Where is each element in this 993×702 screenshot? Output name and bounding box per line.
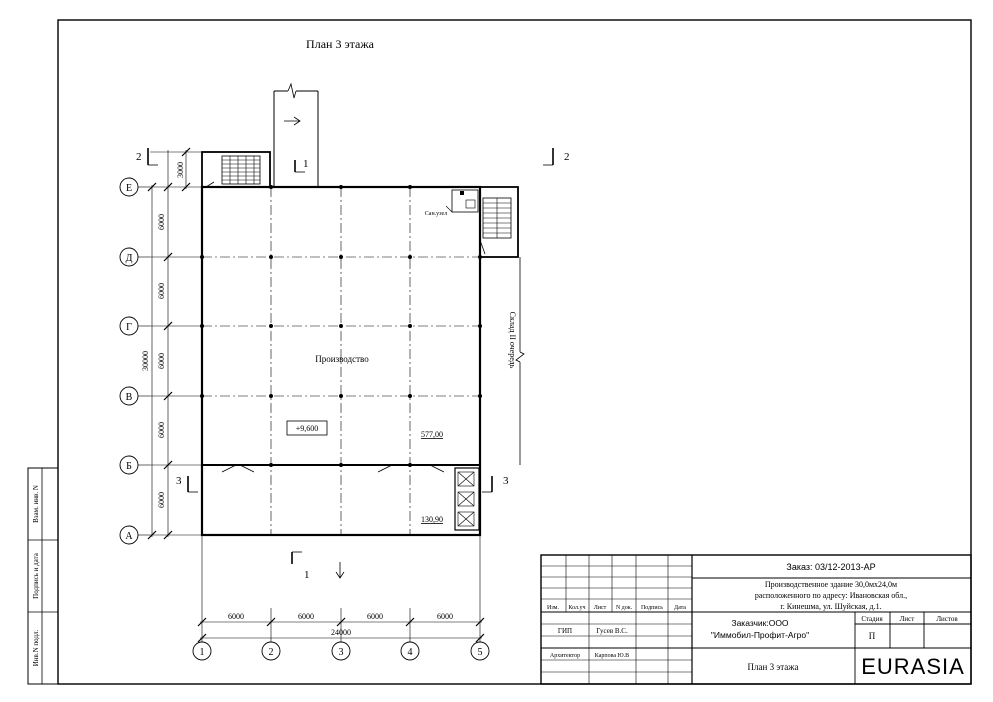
project-line-1: Производственное здание 30,0мх24,0м: [765, 580, 897, 589]
architect-role: Архитектор: [550, 653, 580, 659]
page-title: План 3 этажа: [306, 37, 375, 51]
row-axis-d: Д: [126, 253, 133, 264]
architect-name: Карпова Ю.В: [595, 653, 629, 659]
section-2-left: 2: [136, 151, 142, 163]
section-marks: 1 1 2 2 3 3: [136, 148, 570, 581]
row-axis-a: А: [125, 531, 133, 542]
col-axis-4: 4: [408, 647, 413, 658]
dim-y-5: 6000: [157, 492, 166, 508]
title-block: Заказ: 03/12-2013-АР Производственное зд…: [540, 554, 972, 685]
customer-line-2: "Иммобил-Профит-Агро": [711, 630, 809, 640]
eurasia-logo: EURASIA: [861, 654, 965, 679]
project-line-2: расположенного по адресу: Ивановская обл…: [755, 591, 907, 600]
col-axis-1: 1: [200, 647, 205, 658]
section-1-bottom: 1: [304, 569, 310, 581]
project-line-3: г. Кинешма, ул. Шуйская, д.1.: [780, 602, 881, 611]
dim-x-2: 6000: [298, 612, 314, 621]
stamp-label-signature: Подпись и дата: [32, 552, 40, 599]
sheet-frame: [57, 19, 972, 685]
dim-x-3: 6000: [367, 612, 383, 621]
wc-label: Сан.узел: [425, 211, 447, 217]
stage-value: П: [869, 631, 876, 641]
row-axis-b: Б: [126, 461, 132, 472]
dimensions-bottom: 6000 6000 6000 6000 24000 1 2 3 4 5: [192, 590, 490, 661]
dim-x-total: 24000: [331, 628, 351, 637]
floor-plan: Сан.узел Производство +9,600 577,00 130,…: [200, 82, 525, 590]
drawing-name: План 3 этажа: [748, 662, 799, 672]
col-axis-2: 2: [269, 647, 274, 658]
warehouse: Склад II очередь: [508, 257, 525, 465]
hdr-list: Лист: [594, 605, 607, 611]
row-axis-g: Г: [126, 322, 132, 333]
dim-y-4: 6000: [157, 422, 166, 438]
col-axis-3: 3: [339, 647, 344, 658]
dim-x-4: 6000: [437, 612, 453, 621]
row-axis-v: В: [126, 392, 133, 403]
hdr-sign: Подпись: [641, 605, 663, 611]
hdr-ndok: N док.: [616, 605, 633, 611]
row-axes: Е Д Г В Б А: [119, 177, 150, 545]
side-stamp: Взам. инв. N Подпись и дата Инв.N подл.: [27, 467, 59, 685]
sheets-header: Листов: [936, 615, 958, 623]
room-production: Производство: [315, 354, 369, 364]
hdr-date: Дата: [674, 605, 686, 611]
dim-y-3: 6000: [157, 353, 166, 369]
dim-y-2: 6000: [157, 283, 166, 299]
stamp-label-replace: Взам. инв. N: [32, 485, 40, 523]
corridor-top: [273, 82, 319, 187]
gip-name: Гусев В.С.: [596, 627, 628, 635]
dim-y-1: 6000: [157, 214, 166, 230]
stamp-label-inventory: Инв.N подл.: [32, 629, 40, 666]
stair-left: [201, 151, 271, 188]
dim-y-stair: 3000: [176, 162, 185, 178]
area-small: 130,90: [421, 515, 443, 524]
wc-block: Сан.узел: [425, 189, 479, 217]
row-axis-e: Е: [126, 183, 132, 194]
col-axis-5: 5: [478, 647, 483, 658]
section-3-right: 3: [503, 475, 509, 487]
elevation-mark: +9,600: [296, 424, 319, 433]
elevator-shafts: [454, 467, 480, 531]
section-3-left: 3: [176, 475, 182, 487]
area-main: 577,00: [421, 430, 443, 439]
sheet-header: Лист: [900, 615, 915, 623]
dimensions-left: 6000 6000 6000 6000 6000 30000 3000 Е Д …: [119, 147, 202, 545]
hdr-kol: Кол.уч: [568, 605, 585, 611]
dim-y-total: 30000: [141, 351, 150, 371]
gip-role: ГИП: [558, 627, 572, 635]
section-1-top: 1: [303, 158, 309, 170]
warehouse-label: Склад II очередь: [508, 312, 517, 369]
dim-x-1: 6000: [228, 612, 244, 621]
stage-header: Стадия: [861, 615, 883, 623]
column-axes: 1 2 3 4 5: [192, 641, 490, 661]
customer-line-1: Заказчик:ООО: [731, 618, 788, 628]
hdr-izm: Изм.: [547, 605, 559, 611]
order-number: Заказ: 03/12-2013-АР: [786, 562, 875, 572]
elevation-box: [286, 420, 328, 436]
section-2-right: 2: [564, 151, 570, 163]
stair-right: [479, 186, 519, 258]
